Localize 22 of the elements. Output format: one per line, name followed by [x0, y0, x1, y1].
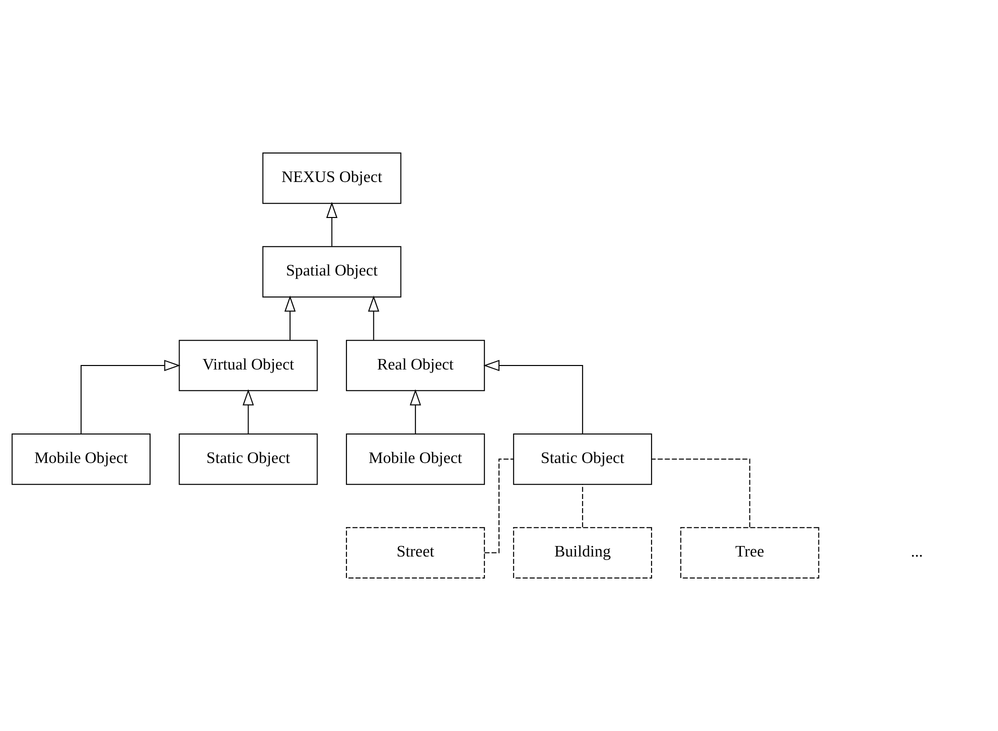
connector [652, 458, 750, 528]
arrow [410, 389, 422, 434]
arrow [483, 360, 584, 434]
connector [484, 458, 514, 554]
arrow [242, 389, 254, 434]
node-box: Mobile Object [12, 433, 151, 485]
node-box: NEXUS Object [262, 152, 402, 204]
node-box: Tree [680, 527, 820, 578]
connector [582, 484, 584, 528]
node-box: Street [346, 527, 485, 578]
label: ... [910, 544, 923, 561]
arrow [368, 296, 380, 340]
node-box: Static Object [178, 433, 318, 485]
arrow [284, 296, 296, 340]
node-box: Real Object [346, 340, 485, 392]
node-box: Virtual Object [178, 340, 318, 392]
node-box: Mobile Object [346, 433, 485, 485]
node-box: Spatial Object [262, 246, 402, 298]
node-box: Static Object [513, 433, 652, 485]
node-box: Building [513, 527, 652, 578]
arrow [326, 202, 338, 246]
arrow [80, 360, 180, 434]
